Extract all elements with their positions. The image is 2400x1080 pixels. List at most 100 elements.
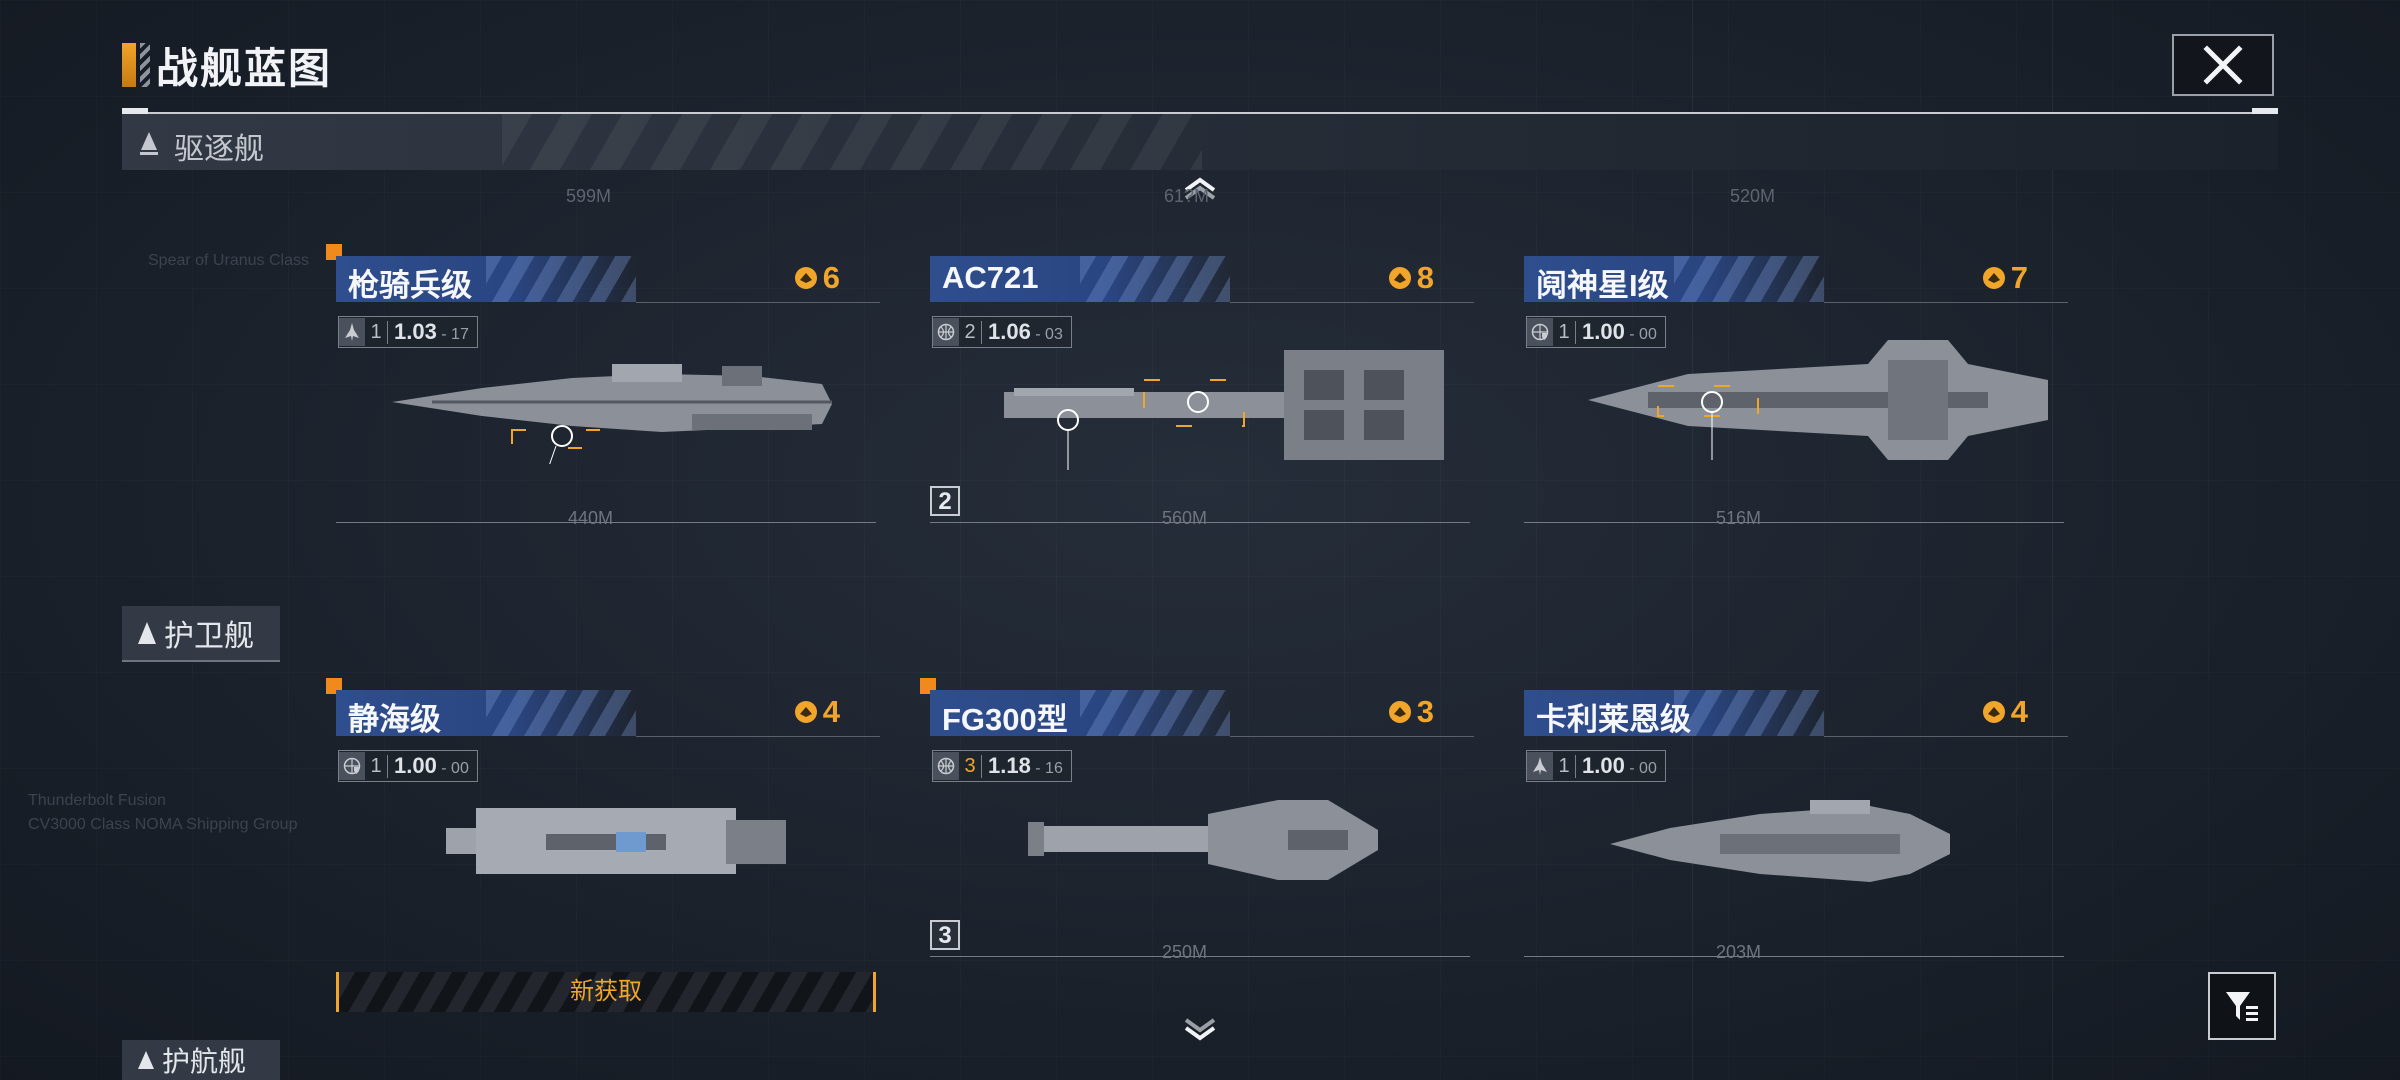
ship-image xyxy=(446,808,786,874)
ship-cost: 8 xyxy=(1387,260,1434,296)
baseline xyxy=(1524,956,2064,957)
cost-icon xyxy=(794,701,817,723)
guide-line xyxy=(1230,302,1474,303)
baseline xyxy=(930,522,1470,523)
version-value: 1.00 - 00 xyxy=(394,753,469,778)
header-divider-cap xyxy=(122,108,148,114)
ship-cost: 4 xyxy=(1981,694,2028,730)
ship-card[interactable]: FG300型 3 3 1.18 - 16 3 250M xyxy=(920,678,1474,990)
scale-label: 599M xyxy=(566,186,612,206)
ship-name: 卡利莱恩级 xyxy=(1536,702,1691,737)
cost-value: 4 xyxy=(822,694,840,729)
globe-icon xyxy=(933,318,959,346)
cost-icon xyxy=(1388,701,1411,723)
version-value: 1.06 - 03 xyxy=(988,319,1063,344)
header-divider xyxy=(122,112,2278,114)
globe-icon xyxy=(933,752,959,780)
category-label: 护航舰 xyxy=(162,1046,247,1077)
chevron-down-icon xyxy=(1184,1018,1216,1041)
header-divider-cap xyxy=(2252,108,2278,114)
title-accent xyxy=(122,43,136,87)
version-value: 1.18 - 16 xyxy=(988,753,1063,778)
ship-cost: 4 xyxy=(793,694,840,730)
scale-label: 61?M xyxy=(1164,186,1210,206)
ship-image xyxy=(1028,800,1378,880)
tier-value: 1 xyxy=(1553,320,1576,344)
ship-image xyxy=(392,364,832,464)
ship-stats: 3 1.18 - 16 xyxy=(932,750,1072,782)
name-bar xyxy=(336,690,636,736)
category-header-destroyer[interactable]: 驱逐舰 xyxy=(122,114,2278,170)
tier-value: 3 xyxy=(959,754,982,778)
category-header-escort[interactable]: 护航舰 xyxy=(122,1040,280,1080)
ship-name: 阋神星I级 xyxy=(1536,268,1669,303)
guide-line xyxy=(1230,736,1474,737)
scale-label: 560M xyxy=(1162,508,1208,528)
name-bar xyxy=(1524,690,1824,736)
blueprint-ruler xyxy=(1524,504,2064,524)
deco-text: CV3000 Class NOMA Shipping Group xyxy=(28,816,298,833)
category-header-frigate[interactable]: 护卫舰 xyxy=(122,606,280,662)
scale-label: 250M xyxy=(1162,942,1208,962)
title-accent-stripes xyxy=(140,43,150,87)
new-acquired-banner: 新获取 xyxy=(336,972,876,1012)
cost-icon xyxy=(794,267,817,289)
close-icon xyxy=(2203,45,2243,85)
ship-card[interactable]: 静海级 4 1 1.00 - 00 新获取 xyxy=(326,678,880,1012)
filter-icon xyxy=(2226,992,2258,1021)
close-button[interactable] xyxy=(2172,34,2274,96)
ship-cost: 7 xyxy=(1981,260,2028,296)
blueprint-ruler xyxy=(1524,938,2064,958)
version-value: 1.03 - 17 xyxy=(394,319,469,344)
globe-shield-icon xyxy=(339,752,365,780)
guide-line xyxy=(636,736,880,737)
ship-card[interactable]: 枪骑兵级 6 1 1.03 - 17 440M xyxy=(326,244,880,556)
baseline xyxy=(336,522,876,523)
ship-image xyxy=(1004,350,1444,470)
version-value: 1.00 - 00 xyxy=(1582,753,1657,778)
ship-stats: 1 1.00 - 00 xyxy=(1526,316,1666,348)
deco-text: Thunderbolt Fusion xyxy=(28,792,166,809)
ship-class-icon xyxy=(138,622,156,644)
ship-stats: 2 1.06 - 03 xyxy=(932,316,1072,348)
ship-stats: 1 1.00 - 00 xyxy=(1526,750,1666,782)
scale-label: 520M xyxy=(1730,186,1776,206)
baseline xyxy=(1524,522,2064,523)
guide-line xyxy=(1824,302,2068,303)
deco-text: Spear of Uranus Class xyxy=(148,252,309,269)
cost-value: 8 xyxy=(1416,260,1434,295)
ship-name: AC721 xyxy=(942,260,1039,295)
ship-image xyxy=(1588,340,2048,460)
filter-button[interactable] xyxy=(2208,972,2276,1040)
name-bar xyxy=(930,690,1230,736)
deco-ruler xyxy=(2052,0,2053,1080)
cost-value: 6 xyxy=(822,260,840,295)
tier-value: 1 xyxy=(365,754,388,778)
deco-ruler xyxy=(1692,0,1693,1080)
name-bar xyxy=(336,256,636,302)
ship-image xyxy=(1610,800,1950,882)
scale-label: 516M xyxy=(1716,508,1762,528)
ship-name: 枪骑兵级 xyxy=(348,268,472,303)
tier-value: 2 xyxy=(959,320,982,344)
scale-label: 440M xyxy=(568,508,614,528)
page-title: 战舰蓝图 xyxy=(156,44,333,92)
cost-icon xyxy=(1982,701,2005,723)
name-bar xyxy=(930,256,1230,302)
tier-badge: 2 xyxy=(930,486,960,516)
scroll-down-button[interactable] xyxy=(1182,1016,1218,1049)
ship-card[interactable]: 卡利莱恩级 4 1 1.00 - 00 203M xyxy=(1524,690,2068,990)
cost-value: 4 xyxy=(2010,694,2028,729)
ship-card[interactable]: AC721 8 2 1.06 - 03 2 560M xyxy=(930,256,1474,556)
ship-class-icon xyxy=(138,1051,154,1069)
guide-line xyxy=(1824,736,2068,737)
ship-cost: 3 xyxy=(1387,694,1434,730)
baseline xyxy=(930,956,1470,957)
scroll-up-button[interactable] xyxy=(1182,176,1218,205)
ship-card[interactable]: 阋神星I级 7 1 1.00 - 00 516M xyxy=(1524,256,2068,556)
cost-icon xyxy=(1982,267,2005,289)
category-stripes xyxy=(502,114,1202,170)
ship-stats: 1 1.00 - 00 xyxy=(338,750,478,782)
scale-label: 203M xyxy=(1716,942,1762,962)
category-label: 驱逐舰 xyxy=(174,133,264,166)
